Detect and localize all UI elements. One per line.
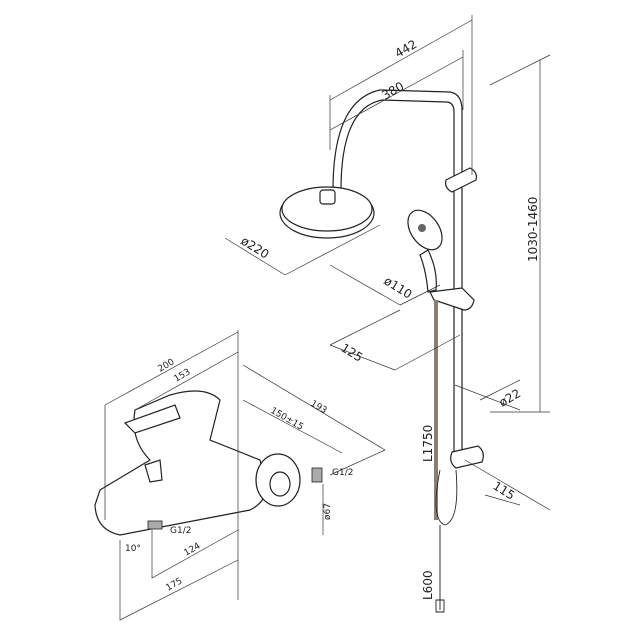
dim-inlet-thread: G1/2 [332,468,353,478]
dim-escutcheon-diameter: ø67 [323,503,333,520]
dim-spout-angle: 10° [125,544,141,554]
dim-outlet-thread: G1/2 [170,526,191,536]
slide-holder [429,287,475,311]
dim-193: 193 [309,399,329,416]
lower-bracket [435,445,484,613]
dim-153: 153 [173,367,193,384]
mixer-body [94,390,323,536]
shower-rail [332,89,463,461]
dim-height-range: 1030-1460 [526,197,540,262]
dim-head-diameter: ø220 [238,234,271,262]
dim-175: 175 [165,576,185,593]
dimension-lines [104,15,551,621]
dim-holder-offset: 125 [338,341,365,365]
dim-lower-bracket: 115 [490,479,517,503]
shower-head [279,186,375,239]
dim-hose-length: L1750 [421,425,435,462]
dim-124: 124 [183,541,203,558]
upper-bracket [445,167,477,193]
hand-shower [407,209,443,293]
dim-lower-hose: L600 [421,570,435,600]
dim-200: 200 [157,357,177,374]
dim-wall-offset: 150±15 [269,406,305,433]
